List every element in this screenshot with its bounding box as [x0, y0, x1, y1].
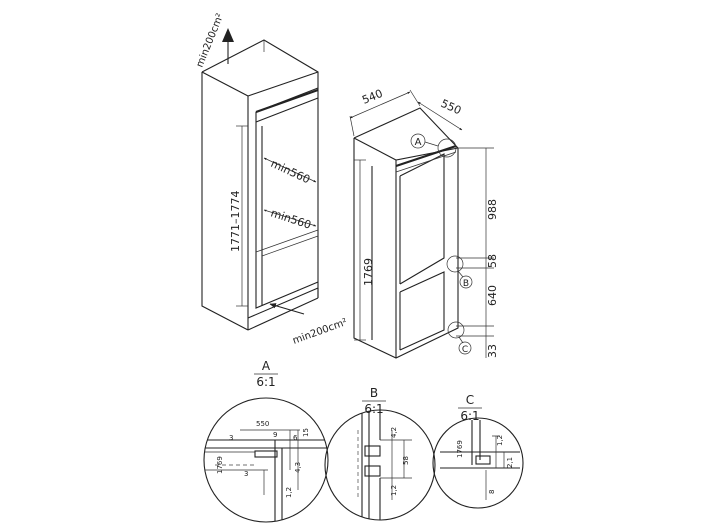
vent-top-label: min200cm² — [195, 12, 227, 69]
detail-c: C 6:1 1769 1,2 2,1 8 — [432, 393, 524, 509]
niche-width-upper-label: min560 — [269, 157, 312, 186]
vent-top-arrow — [222, 28, 234, 64]
marker-c-label: C — [462, 345, 468, 355]
detail-b-scale: 6:1 — [364, 402, 383, 416]
upper-door-label: 988 — [486, 199, 499, 220]
detail-a-dim-12: 1,2 — [285, 487, 293, 498]
height-dimension — [354, 159, 366, 341]
detail-a-dim-3b: 3 — [244, 470, 248, 478]
detail-b: B 6:1 4,2 58 1,2 — [324, 386, 436, 521]
detail-a-dim-43: 4,3 — [294, 462, 302, 473]
niche-height-label: 1771–1774 — [229, 191, 242, 253]
appliance-drawing: 540 550 1769 988 58 640 33 — [349, 87, 499, 359]
detail-a-dim-3a: 3 — [229, 434, 233, 442]
width-label: 550 — [439, 97, 463, 117]
appliance-outline — [353, 107, 459, 359]
marker-b-label: B — [463, 279, 469, 289]
detail-a: A 6:1 550 9 6 15 3 3 1769 4,3 1,2 — [203, 359, 329, 523]
detail-b-dim-12: 1,2 — [390, 485, 398, 496]
niche-width-lower — [263, 209, 317, 227]
detail-a-dim-1769: 1769 — [216, 456, 224, 474]
detail-b-label: B — [370, 386, 378, 400]
niche-height-dimension — [236, 125, 248, 307]
niche-width-lower-label: min560 — [269, 206, 313, 231]
marker-a-label: A — [415, 137, 422, 148]
bottom-label: 33 — [486, 344, 499, 358]
detail-c-dim-1769: 1769 — [456, 440, 464, 458]
detail-a-dim-15: 15 — [302, 428, 310, 437]
detail-c-dim-8: 8 — [488, 490, 496, 494]
marker-c: C — [447, 321, 472, 355]
detail-b-dim-42: 4,2 — [390, 427, 398, 438]
cabinet-drawing: min200cm² min200cm² 1771–1774 min560 min… — [195, 12, 349, 347]
cabinet-outline — [201, 39, 319, 331]
height-label: 1769 — [362, 258, 375, 286]
vent-bottom-arrow — [269, 303, 305, 315]
marker-b: B — [446, 255, 473, 289]
detail-c-dim-12: 1,2 — [496, 435, 504, 446]
vent-bottom-label: min200cm² — [291, 317, 349, 347]
detail-c-dim-21: 2,1 — [506, 457, 514, 468]
lower-door-label: 640 — [486, 285, 499, 306]
detail-a-scale: 6:1 — [256, 375, 275, 389]
detail-a-dim-550: 550 — [256, 420, 269, 428]
niche-width-upper — [263, 157, 317, 183]
door-dimension-chain — [456, 147, 494, 358]
detail-a-label: A — [262, 359, 271, 373]
detail-c-label: C — [466, 393, 474, 407]
width-dimension — [417, 101, 463, 131]
detail-a-dim-6: 6 — [293, 434, 298, 442]
depth-label: 540 — [360, 87, 384, 107]
detail-a-dim-9: 9 — [273, 431, 277, 439]
detail-b-dim-58: 58 — [402, 456, 410, 465]
gap-label: 58 — [486, 254, 499, 268]
marker-a: A — [410, 133, 457, 158]
